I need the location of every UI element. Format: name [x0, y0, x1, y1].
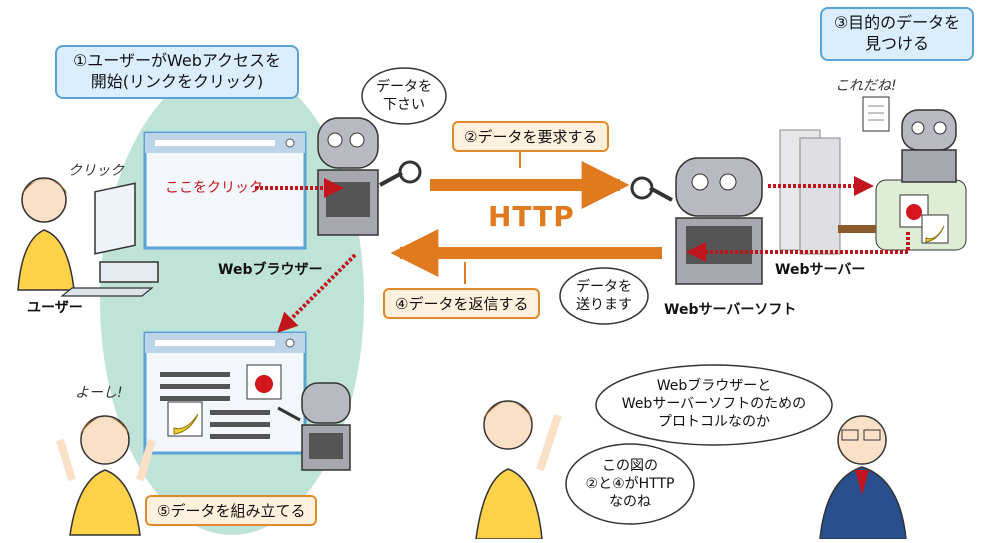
assembler-robot	[277, 382, 351, 471]
server-robot-speech: データを 送ります	[576, 279, 632, 314]
girl-figure-left	[56, 415, 156, 536]
step4-label: ④データを返信する	[383, 288, 541, 319]
browser-robot	[317, 117, 422, 236]
server-label: Webサーバー	[775, 262, 866, 278]
browser-label: Webブラウザー	[218, 262, 323, 278]
step1-callout: ①ユーザーがWebアクセスを 開始(リンクをクリック)	[55, 45, 299, 99]
step5-label: ⑤データを組み立てる	[145, 495, 318, 526]
browser-window-bottom	[143, 331, 307, 455]
banana-icon	[173, 413, 199, 435]
woman-figure	[475, 400, 562, 540]
browser-robot-speech: データを 下さい	[376, 79, 432, 114]
user-figure	[17, 177, 75, 291]
server-icon	[779, 129, 967, 255]
click-here-link: ここをクリック	[165, 180, 263, 196]
user-label: ユーザー	[27, 300, 83, 316]
finder-robot	[862, 96, 957, 183]
server-software-label: Webサーバーソフト	[664, 302, 797, 318]
man-figure	[819, 415, 907, 540]
http-label: HTTP	[488, 200, 575, 233]
click-sound-text: クリック	[68, 163, 124, 179]
computer-icon	[60, 182, 159, 297]
browser-window-top	[143, 131, 307, 250]
server-software-robot	[630, 157, 763, 285]
browser-to-bottom-flow	[277, 253, 357, 333]
step2-label: ②データを要求する	[452, 121, 610, 152]
server-return-flow	[686, 232, 910, 262]
document-icon	[862, 96, 890, 132]
man-speech: Webブラウザーと Webサーバーソフトのための プロトコルなのか	[621, 378, 807, 431]
server-robot-bubble	[559, 267, 649, 325]
yoshi-text: よーし!	[75, 385, 123, 401]
apple-icon	[255, 375, 273, 393]
woman-speech: この図の ②と④がHTTP なのね	[585, 458, 675, 511]
koredane-text: これだね!	[835, 78, 897, 94]
woman-bubble	[565, 443, 695, 525]
browser-robot-bubble	[361, 67, 447, 125]
step3-callout: ③目的のデータを 見つける	[820, 7, 974, 61]
man-bubble	[595, 364, 833, 446]
